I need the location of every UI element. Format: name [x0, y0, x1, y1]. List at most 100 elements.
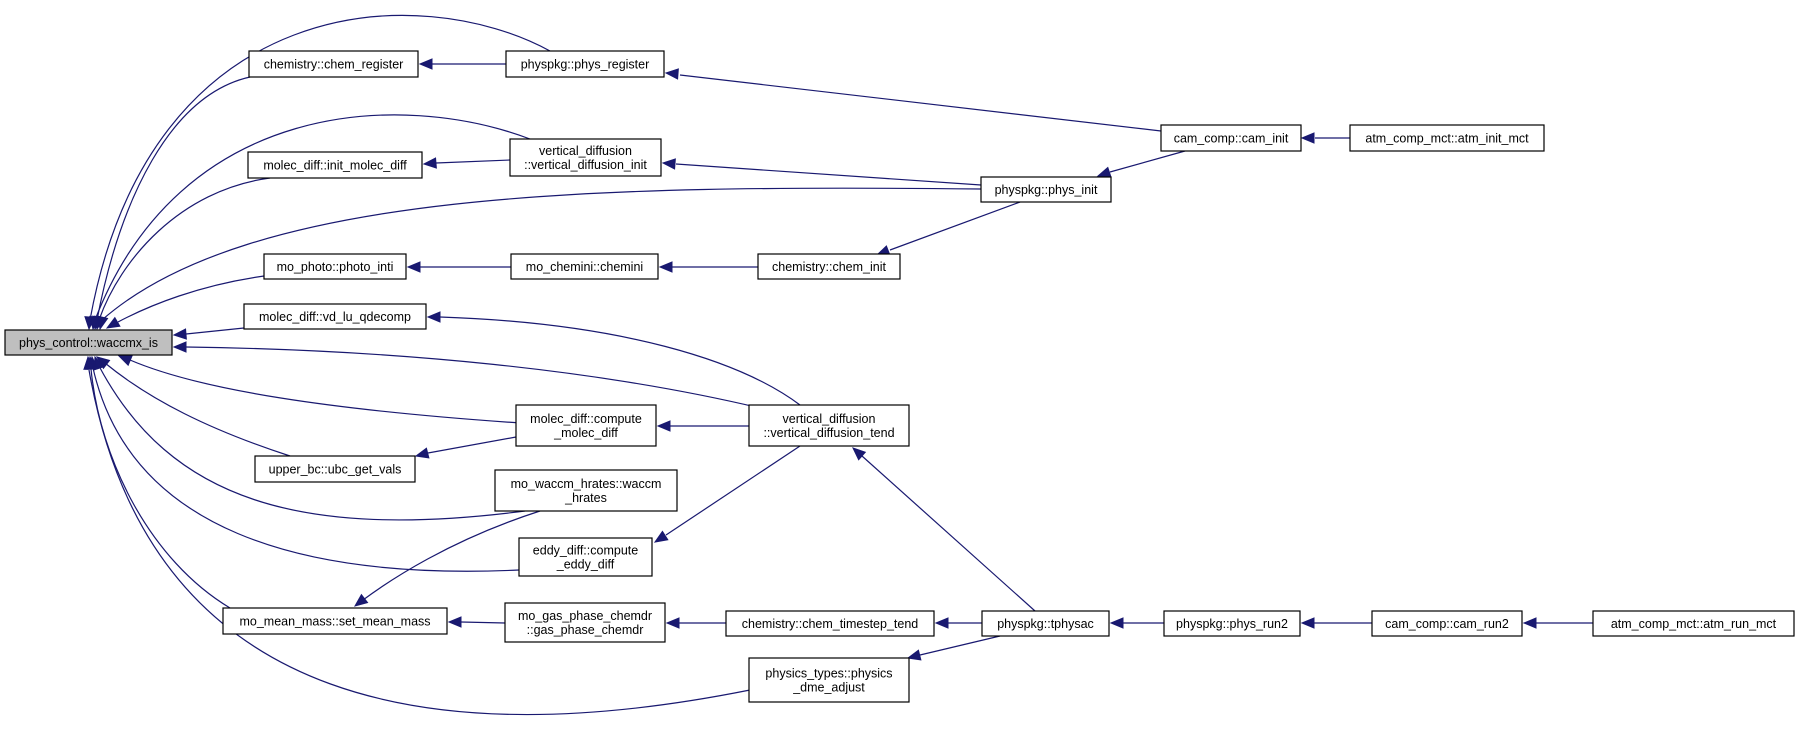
node-box[interactable]: [510, 253, 659, 280]
edge-cam_init-to-phys_register: [664, 68, 1162, 132]
node-label: vertical_diffusion: [539, 144, 632, 158]
node-box[interactable]: [254, 455, 416, 483]
node-init_molec_diff[interactable]: molec_diff::init_molec_diff: [247, 151, 423, 179]
edge-ubc_get_vals-to-waccmx_is: [95, 356, 291, 457]
node-label: mo_waccm_hrates::waccm: [511, 477, 662, 491]
node-box[interactable]: [4, 329, 173, 356]
arrowhead-icon: [1300, 617, 1315, 629]
arrowhead-icon: [1096, 166, 1112, 178]
node-ubc_get_vals[interactable]: upper_bc::ubc_get_vals: [254, 455, 416, 483]
node-box[interactable]: [494, 469, 678, 512]
node-box[interactable]: [1160, 124, 1302, 152]
edge-phys_run2-to-tphysac: [1109, 617, 1164, 629]
node-box[interactable]: [518, 537, 653, 577]
edge-line: [89, 14, 551, 321]
node-box[interactable]: [748, 404, 910, 447]
node-box[interactable]: [725, 610, 935, 637]
node-phys_init[interactable]: physpkg::phys_init: [980, 176, 1112, 203]
node-box[interactable]: [1371, 610, 1523, 637]
node-vd_tend[interactable]: vertical_diffusion::vertical_diffusion_t…: [748, 404, 910, 447]
node-phys_register[interactable]: physpkg::phys_register: [505, 50, 665, 78]
node-cam_init[interactable]: cam_comp::cam_init: [1160, 124, 1302, 152]
node-phys_run2[interactable]: physpkg::phys_run2: [1163, 610, 1301, 637]
arrowhead-icon: [172, 341, 187, 353]
edge-tphysac-to-vd_tend: [852, 447, 1036, 612]
node-box[interactable]: [504, 602, 666, 643]
edge-phys_init-to-waccmx_is: [97, 187, 982, 331]
edge-line: [94, 114, 531, 321]
node-box[interactable]: [243, 303, 427, 330]
arrowhead-icon: [406, 261, 421, 273]
node-label: chemistry::chem_init: [772, 260, 886, 274]
node-label: eddy_diff::compute: [533, 544, 638, 558]
node-label: _molec_diff: [553, 426, 618, 440]
edge-chemini-to-photo_inti: [406, 261, 511, 273]
node-compute_molec_diff[interactable]: molec_diff::compute_molec_diff: [515, 404, 657, 447]
arrowhead-icon: [414, 447, 430, 459]
edge-gas_phase_chemdr-to-set_mean_mass: [447, 616, 506, 628]
edge-tphysac-to-chem_timestep_tend: [934, 617, 982, 629]
arrowhead-icon: [906, 649, 922, 661]
edge-phys_init-to-chem_init: [875, 201, 1021, 256]
node-box[interactable]: [748, 657, 910, 703]
node-atm_run_mct[interactable]: atm_comp_mct::atm_run_mct: [1592, 610, 1795, 637]
node-compute_eddy_diff[interactable]: eddy_diff::compute_eddy_diff: [518, 537, 653, 577]
arrowhead-icon: [426, 311, 441, 323]
node-waccmx_is[interactable]: phys_control::waccmx_is: [4, 329, 173, 356]
node-box[interactable]: [248, 50, 419, 78]
node-label: mo_mean_mass::set_mean_mass: [239, 615, 430, 629]
edge-cam_init-to-phys_init: [1096, 150, 1186, 178]
node-box[interactable]: [222, 607, 448, 635]
node-cam_run2[interactable]: cam_comp::cam_run2: [1371, 610, 1523, 637]
node-label: ::vertical_diffusion_tend: [763, 426, 894, 440]
edge-cam_run2-to-phys_run2: [1300, 617, 1372, 629]
node-atm_init_mct[interactable]: atm_comp_mct::atm_init_mct: [1349, 124, 1545, 152]
node-set_mean_mass[interactable]: mo_mean_mass::set_mean_mass: [222, 607, 448, 635]
node-box[interactable]: [757, 253, 901, 280]
node-vd_lu_qdecomp[interactable]: molec_diff::vd_lu_qdecomp: [243, 303, 427, 330]
edge-photo_inti-to-waccmx_is: [105, 275, 265, 329]
node-box[interactable]: [1592, 610, 1795, 637]
node-box[interactable]: [1349, 124, 1545, 152]
node-box[interactable]: [980, 176, 1112, 203]
node-label: physpkg::phys_run2: [1176, 617, 1288, 631]
node-label: mo_gas_phase_chemdr: [518, 609, 652, 623]
node-label: cam_comp::cam_init: [1174, 132, 1289, 146]
edge-line: [185, 327, 245, 335]
node-chem_timestep_tend[interactable]: chemistry::chem_timestep_tend: [725, 610, 935, 637]
node-box[interactable]: [509, 138, 662, 177]
arrowhead-icon: [1522, 617, 1537, 629]
arrowhead-icon: [422, 157, 437, 169]
node-box[interactable]: [1163, 610, 1301, 637]
node-photo_inti[interactable]: mo_photo::photo_inti: [263, 253, 407, 280]
node-chemini[interactable]: mo_chemini::chemini: [510, 253, 659, 280]
node-gas_phase_chemdr[interactable]: mo_gas_phase_chemdr::gas_phase_chemdr: [504, 602, 666, 643]
edge-line: [675, 163, 982, 186]
node-box[interactable]: [515, 404, 657, 447]
node-chem_init[interactable]: chemistry::chem_init: [757, 253, 901, 280]
node-waccm_hrates[interactable]: mo_waccm_hrates::waccm_hrates: [494, 469, 678, 512]
node-chem_register[interactable]: chemistry::chem_register: [248, 50, 419, 78]
edge-line: [88, 369, 751, 716]
node-label: mo_photo::photo_inti: [277, 260, 394, 274]
edge-vd_init-to-init_molec_diff: [422, 157, 511, 169]
edge-line: [129, 359, 521, 424]
edge-compute_molec_diff-to-waccmx_is: [117, 355, 521, 424]
node-label: mo_chemini::chemini: [526, 260, 643, 274]
node-label: chemistry::chem_timestep_tend: [742, 617, 919, 631]
edge-line: [460, 621, 506, 624]
node-vd_init[interactable]: vertical_diffusion::vertical_diffusion_i…: [509, 138, 662, 177]
arrowhead-icon: [934, 617, 949, 629]
node-box[interactable]: [505, 50, 665, 78]
node-label: physpkg::tphysac: [997, 617, 1094, 631]
edge-vd_tend-to-compute_molec_diff: [656, 420, 749, 432]
edge-line: [90, 368, 231, 609]
node-label: cam_comp::cam_run2: [1385, 617, 1509, 631]
node-box[interactable]: [981, 610, 1110, 637]
node-physics_dme_adjust[interactable]: physics_types::physics_dme_adjust: [748, 657, 910, 703]
node-box[interactable]: [247, 151, 423, 179]
node-label: phys_control::waccmx_is: [19, 336, 158, 350]
node-tphysac[interactable]: physpkg::tphysac: [981, 610, 1110, 637]
node-box[interactable]: [263, 253, 407, 280]
